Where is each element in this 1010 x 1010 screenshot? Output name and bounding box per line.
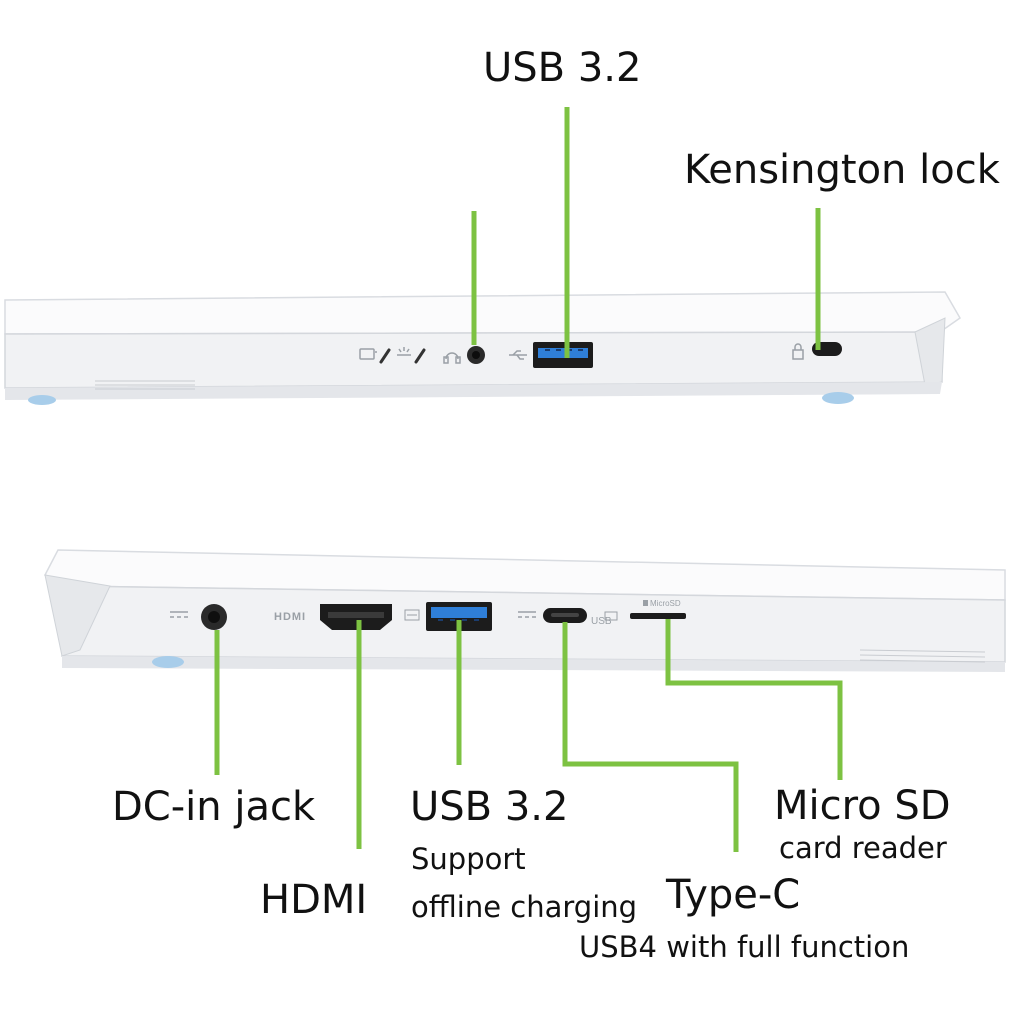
usb-icon — [509, 350, 527, 360]
label-usb32-offline-charging: offline charging — [411, 890, 638, 924]
label-usb32-bottom: USB 3.2 — [410, 784, 569, 830]
microsd-slot — [630, 613, 686, 619]
label-dc-in-jack: DC-in jack — [112, 784, 316, 830]
battery-led — [379, 348, 391, 364]
callout-typec — [562, 622, 739, 852]
laptop-left-hinge — [44, 574, 111, 657]
laptop-left-side: HDMI USB — [43, 549, 1006, 672]
vent-left — [95, 380, 195, 390]
foot-right — [822, 392, 854, 404]
usb-c-marking: USB — [591, 616, 612, 627]
foot-left-2 — [152, 656, 184, 668]
laptop-right-bottom — [5, 382, 942, 400]
microsd-icon — [643, 600, 648, 606]
label-usb32-top: USB 3.2 — [483, 45, 642, 91]
microsd-marking: MicroSD — [650, 599, 681, 608]
label-micro-sd: Micro SD — [774, 783, 951, 829]
label-hdmi: HDMI — [260, 877, 368, 923]
light-icon — [397, 347, 411, 356]
headset-icon — [443, 352, 461, 364]
laptop-right-lid — [4, 291, 961, 335]
vent-right — [859, 649, 986, 663]
callout-microsd — [665, 619, 843, 780]
label-type-c-usb4: USB4 with full function — [579, 930, 910, 964]
label-type-c: Type-C — [666, 872, 801, 918]
dc-icon — [170, 611, 188, 618]
label-usb32-support: Support — [411, 842, 526, 876]
battery-charge-icon — [359, 348, 377, 360]
label-kensington-lock: Kensington lock — [684, 147, 1000, 193]
laptop-left-bottom — [62, 656, 1005, 672]
label-card-reader: card reader — [779, 831, 947, 865]
usb-ss-icon — [404, 609, 420, 621]
power-led — [414, 348, 426, 364]
foot-left — [28, 395, 56, 405]
laptop-right-side — [4, 291, 961, 405]
hdmi-logo-icon: HDMI — [274, 611, 306, 623]
lock-icon — [792, 343, 804, 360]
callout-lines — [214, 107, 843, 852]
thunderbolt-icon — [518, 611, 536, 618]
